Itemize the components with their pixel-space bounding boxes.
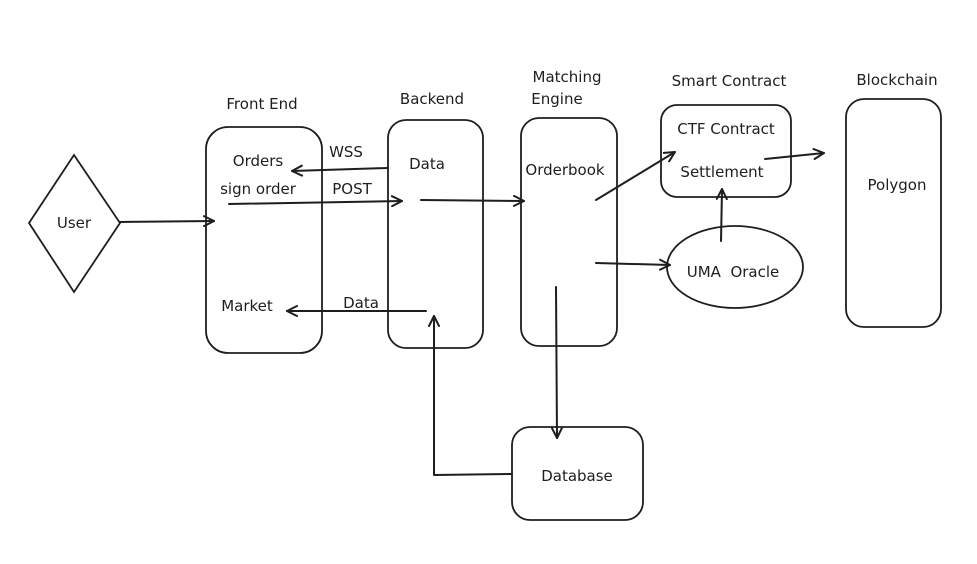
orderbook-label: Orderbook xyxy=(525,161,605,179)
front-end-box xyxy=(205,126,323,354)
blockchain-box xyxy=(845,98,942,328)
matching-engine-box xyxy=(520,117,618,347)
polygon-label: Polygon xyxy=(868,176,927,194)
arrow-user-to-frontend xyxy=(119,215,215,228)
matching-engine-header-line1: Matching xyxy=(533,68,602,86)
edge-label-post: POST xyxy=(332,180,372,198)
backend-data: Data xyxy=(409,155,445,173)
ctf-contract-label: CTF Contract xyxy=(677,120,775,138)
front-end-header: Front End xyxy=(226,95,297,113)
arrow-backend-to-matching-engine xyxy=(420,194,525,207)
front-end-orders: Orders xyxy=(233,152,284,170)
front-end-market: Market xyxy=(221,297,273,315)
arrow-orderbook-to-ctf-contract xyxy=(595,151,676,201)
edge-label-data: Data xyxy=(343,294,379,312)
uma-oracle-label: UMA Oracle xyxy=(687,263,780,281)
smart-contract-box xyxy=(660,104,792,198)
arrow-matching-to-database xyxy=(550,286,563,439)
user-diamond xyxy=(27,153,122,294)
edge-label-wss: WSS xyxy=(329,143,363,161)
database-label: Database xyxy=(541,467,613,485)
matching-engine-header-line2: Engine xyxy=(531,90,582,108)
blockchain-header: Blockchain xyxy=(856,71,937,89)
arrow-oracle-to-settlement xyxy=(715,188,728,242)
settlement-label: Settlement xyxy=(680,163,763,181)
front-end-sign-order: sign order xyxy=(220,180,297,198)
arrow-matching-to-oracle xyxy=(595,258,671,271)
backend-header: Backend xyxy=(400,90,464,108)
arrow-settlement-to-polygon xyxy=(764,148,825,160)
user-label: User xyxy=(57,214,92,232)
arrow-sign-order-post-to-backend xyxy=(228,195,403,208)
smart-contract-header: Smart Contract xyxy=(672,72,787,90)
arrow-backend-wss-to-orders xyxy=(291,164,388,177)
backend-box xyxy=(387,119,484,349)
arrow-database-to-backend xyxy=(428,315,513,476)
